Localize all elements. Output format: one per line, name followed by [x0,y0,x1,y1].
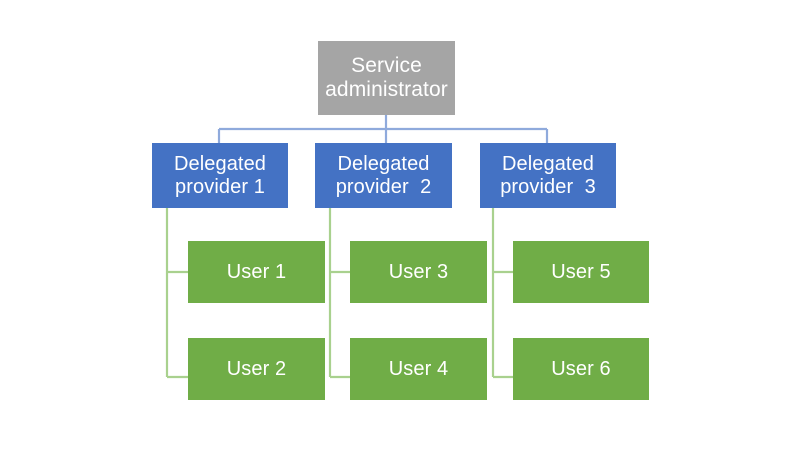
user-label: User 1 [226,260,287,283]
user-label: User 2 [226,357,287,380]
provider-connector-group [217,115,549,143]
delegated-provider-node-1[interactable]: Delegated provider 1 [152,143,288,208]
user-node-1[interactable]: User 1 [188,241,325,303]
user-label: User 3 [388,260,449,283]
delegated-provider-label: Delegated provider 3 [500,152,596,198]
delegated-provider-label: Delegated provider 2 [335,152,432,198]
service-administrator-node[interactable]: Service administrator [318,41,455,115]
service-administrator-label: Service administrator [325,54,448,101]
user-label: User 4 [388,357,449,380]
user-label: User 6 [551,357,611,380]
user-label: User 5 [551,260,611,283]
delegated-provider-node-3[interactable]: Delegated provider 3 [480,143,616,208]
user-node-3[interactable]: User 3 [350,241,487,303]
user-connector-group [165,208,513,379]
user-node-6[interactable]: User 6 [513,338,649,400]
user-node-2[interactable]: User 2 [188,338,325,400]
user-node-5[interactable]: User 5 [513,241,649,303]
user-node-4[interactable]: User 4 [350,338,487,400]
delegated-provider-label: Delegated provider 1 [173,152,267,198]
delegated-provider-node-2[interactable]: Delegated provider 2 [315,143,452,208]
